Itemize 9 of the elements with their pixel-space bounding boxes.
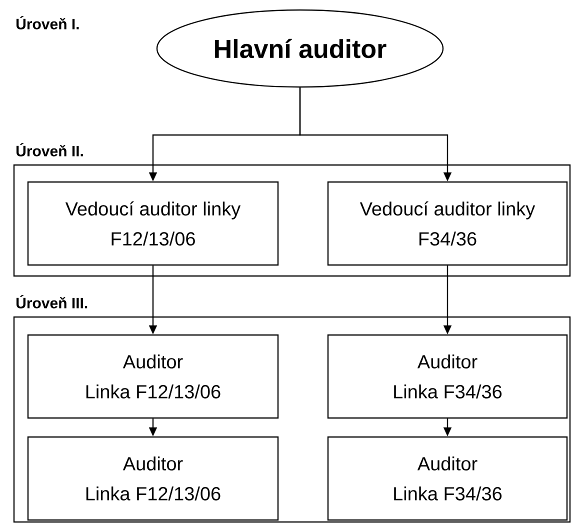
role-box: Auditor Linka F12/13/06 [27, 436, 279, 521]
role-box: Auditor Linka F12/13/06 [27, 334, 279, 419]
role-box: Vedoucí auditor linky F12/13/06 [27, 181, 279, 266]
role-box: Auditor Linka F34/36 [327, 436, 568, 521]
role-box: Vedoucí auditor linky F34/36 [327, 181, 568, 266]
node-label: Úroveň III. [16, 294, 88, 308]
level-heading: Úroveň I. [16, 16, 79, 30]
node-label: Úroveň II. [16, 142, 83, 156]
role-box: Auditor Linka F34/36 [327, 334, 568, 419]
